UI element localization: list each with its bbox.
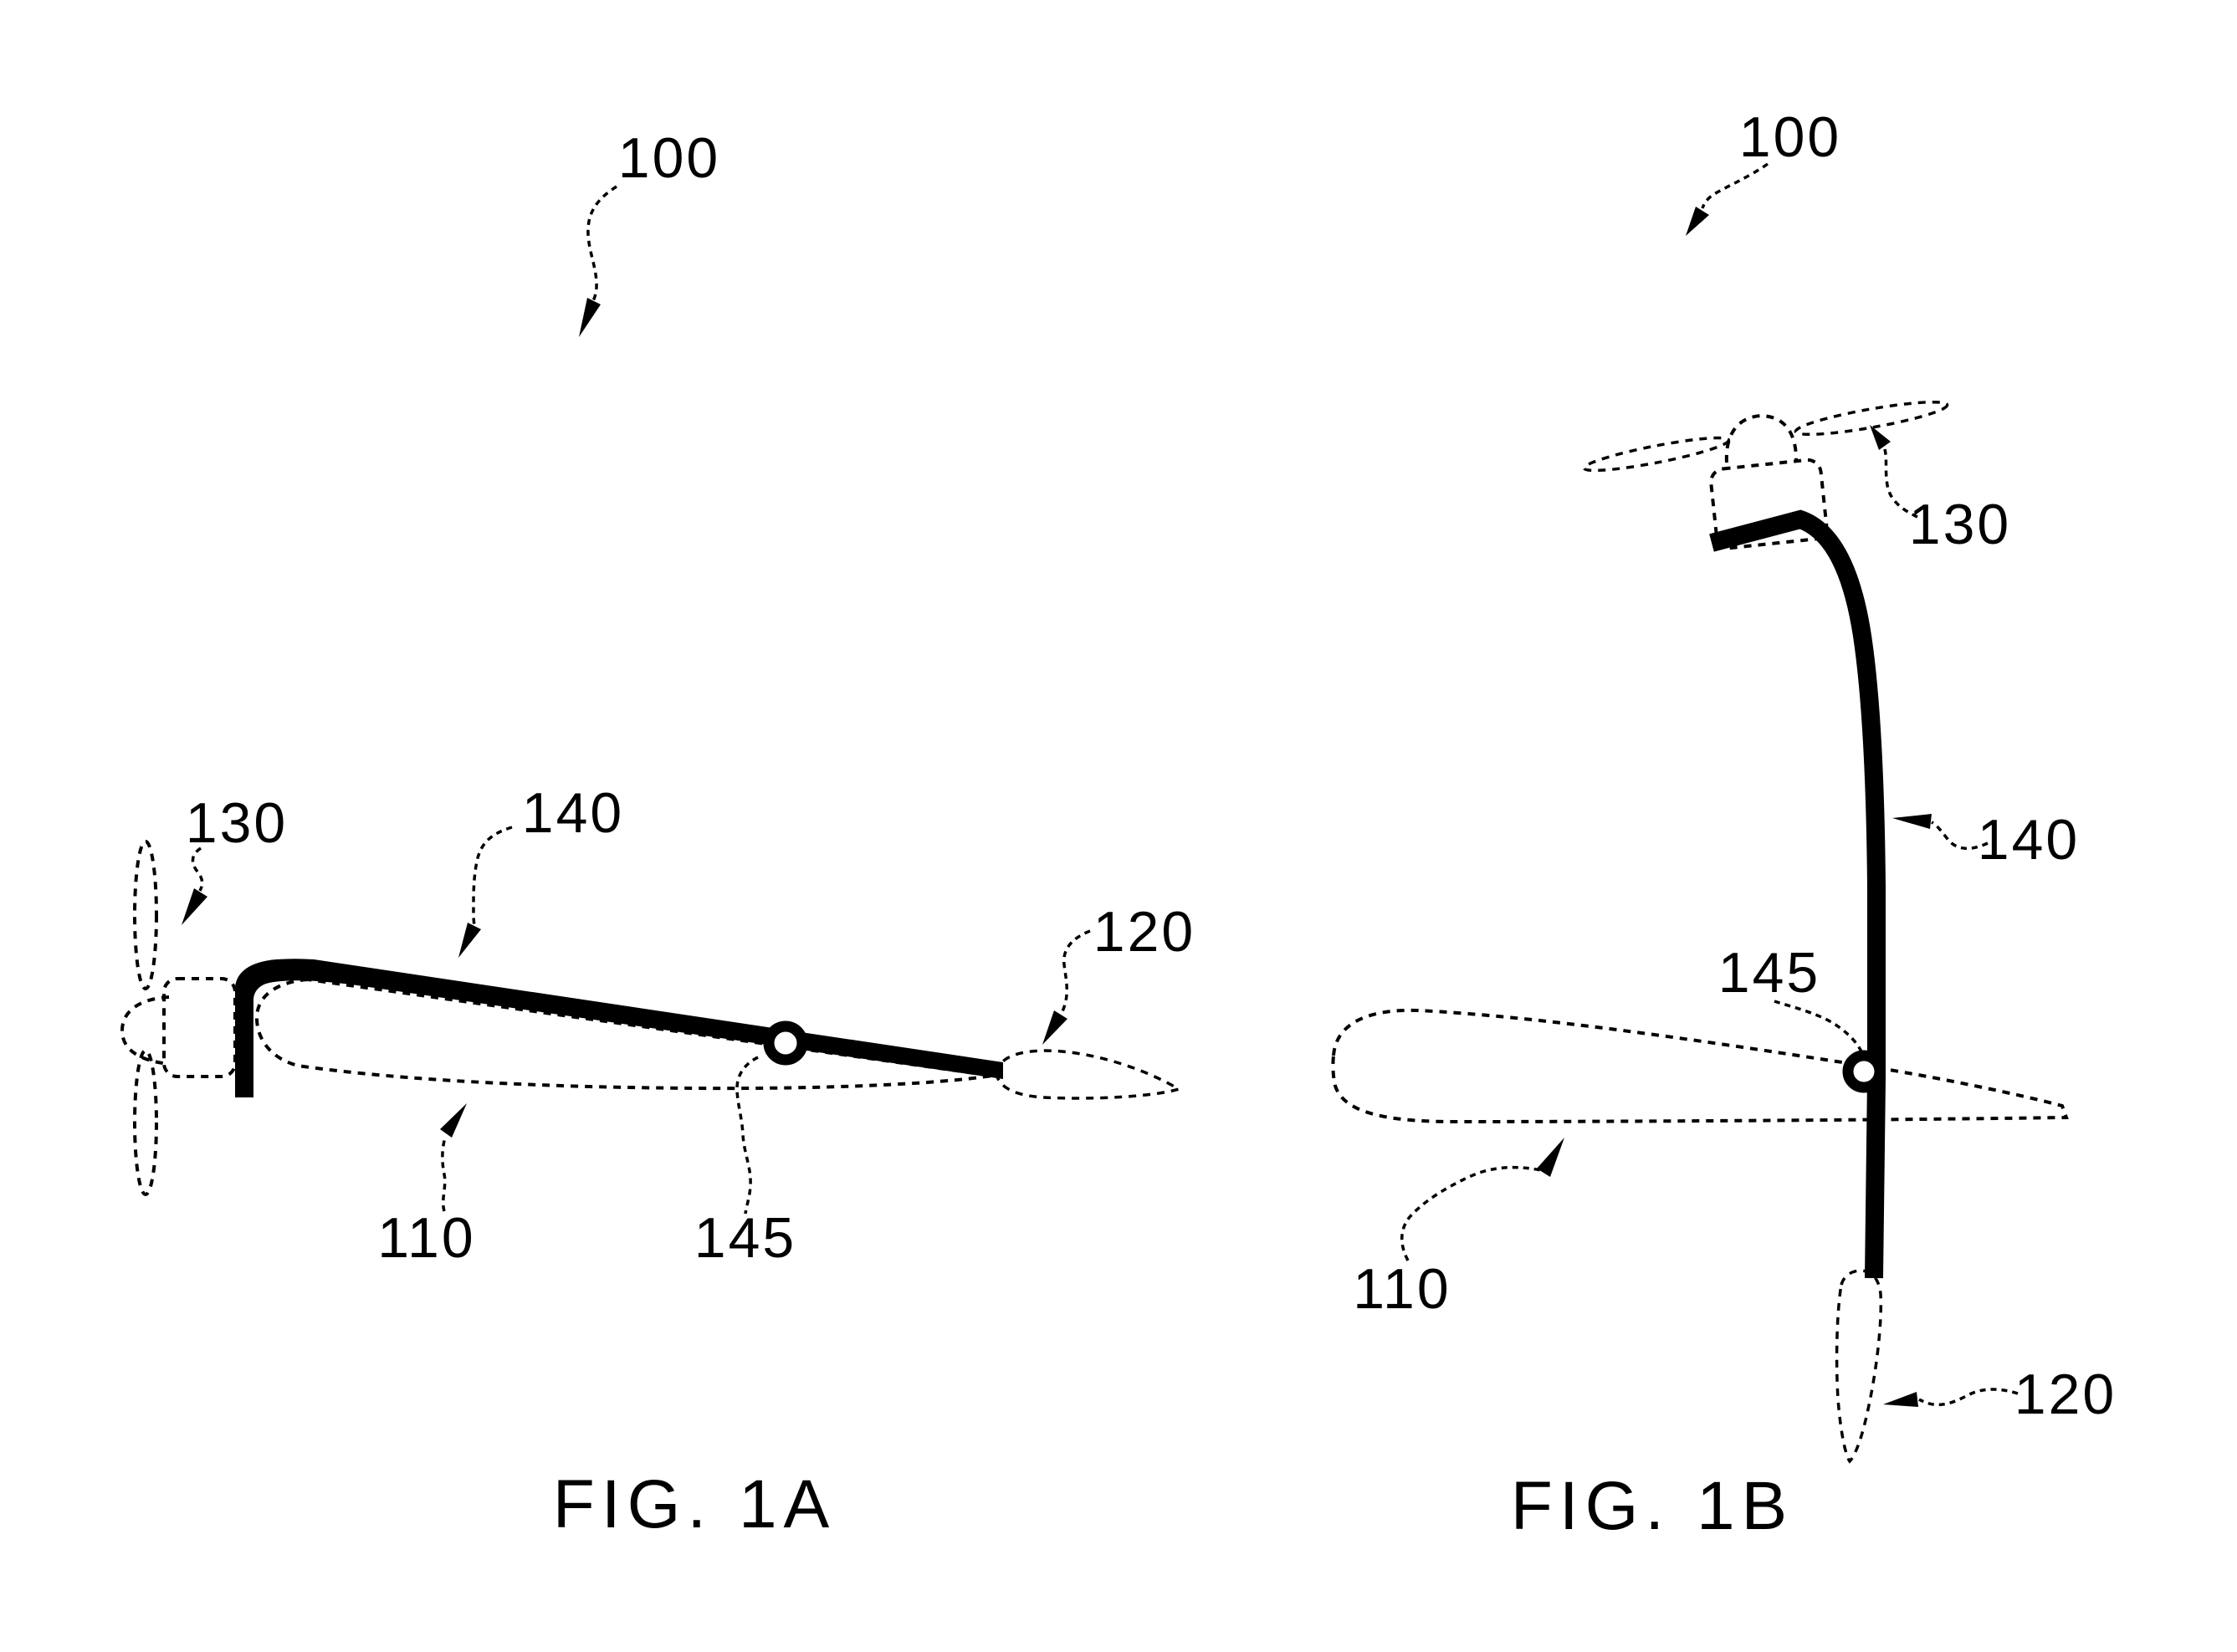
fig1b-propeller-blade-left xyxy=(1582,436,1731,473)
fig1a-motor-housing xyxy=(162,977,237,1078)
fig1b-motor-body xyxy=(1709,458,1829,550)
fig1a-label-140: 140 xyxy=(522,781,624,845)
fig1b-leader-140 xyxy=(1931,821,1989,850)
fig1b-leader-120 xyxy=(1918,1388,2019,1407)
fig1a-arrow-120 xyxy=(1042,1010,1067,1045)
fig1a-label-120: 120 xyxy=(1093,900,1195,964)
fig1b-pivot-ring xyxy=(1842,1050,1886,1093)
fig1a-arrow-140 xyxy=(458,923,481,958)
fig-1a: 100 130 140 120 110 145 FIG. 1A xyxy=(120,126,1195,1542)
fig1b-arrow-120 xyxy=(1883,1392,1918,1407)
fig1b-leader-145 xyxy=(1774,1000,1863,1052)
fig1a-label-110: 110 xyxy=(377,1206,475,1270)
fig1a-tail xyxy=(995,1049,1183,1100)
fig1a-arrow-110 xyxy=(440,1103,467,1138)
fig1b-arrow-100 xyxy=(1686,207,1709,236)
fig1b-label-110: 110 xyxy=(1353,1257,1451,1321)
fig1a-spinner-cone xyxy=(120,995,170,1066)
fig1a-propeller-blade-upper xyxy=(133,840,158,990)
fig1b-strut xyxy=(1709,509,1886,1279)
fig1b-spinner-cone xyxy=(1724,413,1799,463)
fig1a-leader-100 xyxy=(586,185,617,304)
fig1a-wing-and-pylon xyxy=(235,959,1003,1097)
fig1b-motor-housing xyxy=(1709,458,1829,550)
fig1b-label-100: 100 xyxy=(1739,105,1841,169)
fig1a-label-100: 100 xyxy=(618,126,720,190)
fig1b-label-130: 130 xyxy=(1909,493,2011,556)
fig-1b: 100 130 140 145 110 120 FIG. 1B xyxy=(1331,105,2117,1544)
fig1b-leader-130 xyxy=(1883,448,1918,519)
fig1b-label-145: 145 xyxy=(1718,941,1820,1005)
fig1b-arrow-110 xyxy=(1537,1138,1564,1177)
fig1a-fuselage xyxy=(254,977,993,1091)
fig1a-label-145: 145 xyxy=(694,1206,796,1270)
fig1b-tail xyxy=(1835,1269,1883,1464)
fig1a-leader-140 xyxy=(472,826,513,926)
fig1b-arrow-140 xyxy=(1892,814,1932,829)
fig1a-leader-110 xyxy=(441,1137,447,1212)
fig1b-propeller-blade-right xyxy=(1794,400,1949,437)
fig1a-leader-120 xyxy=(1059,929,1091,1015)
fig1b-leader-110 xyxy=(1400,1165,1542,1261)
fig1a-arrow-100 xyxy=(579,298,601,337)
fig1b-arrow-130 xyxy=(1870,425,1891,450)
fig1a-leader-145 xyxy=(735,1056,759,1215)
fig1a-propeller-blade-lower xyxy=(133,1049,158,1196)
fig1a-arrow-130 xyxy=(182,888,207,925)
fig1b-leader-100 xyxy=(1701,162,1769,209)
fig1b-label-140: 140 xyxy=(1978,808,2080,872)
fig1a-pivot-ring xyxy=(763,1020,808,1066)
fig1b-wing xyxy=(1331,1008,2069,1124)
fig1a-label-130: 130 xyxy=(186,791,288,855)
fig1b-label-120: 120 xyxy=(2014,1363,2117,1426)
fig1a-leader-130 xyxy=(191,846,204,892)
fig1b-caption: FIG. 1B xyxy=(1511,1468,1794,1544)
fig1a-caption: FIG. 1A xyxy=(553,1466,837,1542)
